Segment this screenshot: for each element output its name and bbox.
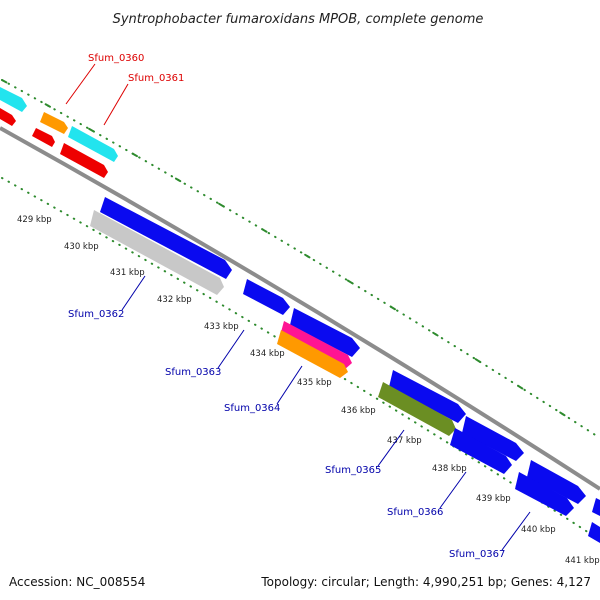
gene-red-left[interactable] <box>0 108 16 126</box>
gene-sfum-0365-olive[interactable] <box>378 382 456 436</box>
gene-sfum-0366-blue[interactable] <box>450 428 512 474</box>
gene-label-leader-line <box>276 365 303 405</box>
tick-label: 436 kbp <box>341 406 376 416</box>
top-strand-genes <box>0 87 118 178</box>
gene-label-leader-line <box>121 275 146 311</box>
tick-label: 429 kbp <box>17 215 52 225</box>
gene-blue-edge-b[interactable] <box>588 522 600 543</box>
gene-sfum-0364-orange[interactable] <box>277 330 348 378</box>
gene-blue-0366-a[interactable] <box>462 416 524 461</box>
gene-label-sfum-0360[interactable]: Sfum_0360 <box>88 53 144 64</box>
bottom-strand-genes <box>90 197 600 543</box>
gene-label-sfum-0363[interactable]: Sfum_0363 <box>165 367 221 378</box>
tick-labels: 429 kbp 430 kbp 431 kbp 432 kbp 433 kbp 434 k… <box>17 215 600 566</box>
gene-sfum-0363-blue[interactable] <box>290 308 360 357</box>
tick-label: 435 kbp <box>297 378 332 388</box>
gene-orange-0360[interactable] <box>40 112 68 134</box>
gene-red-0361[interactable] <box>60 143 108 178</box>
gene-sfum-0362-silver[interactable] <box>90 210 224 295</box>
genome-summary-text: Topology: circular; Length: 4,990,251 bp… <box>260 575 591 589</box>
gene-labels: Sfum_0360Sfum_0361Sfum_0362Sfum_0363Sfum… <box>65 53 531 560</box>
inner-tick-row <box>1 177 600 541</box>
gene-label-leader-line <box>501 511 531 551</box>
gene-blue-short[interactable] <box>243 279 290 315</box>
gene-label-leader-line <box>377 429 405 467</box>
gene-label-sfum-0364[interactable]: Sfum_0364 <box>224 403 280 414</box>
gene-sfum-0367-blue[interactable] <box>515 472 574 516</box>
gene-label-leader-line <box>439 471 467 509</box>
outer-tick-row <box>1 79 600 439</box>
gene-label-leader-line <box>103 83 129 126</box>
map-title: Syntrophobacter fumaroxidans MPOB, compl… <box>113 12 484 27</box>
gene-label-leader-line <box>217 329 245 369</box>
tick-label: 434 kbp <box>250 349 285 359</box>
gene-sfum-0362-blue[interactable] <box>100 197 232 279</box>
tick-label: 438 kbp <box>432 464 467 474</box>
tick-label: 437 kbp <box>387 436 422 446</box>
gene-label-leader-line <box>65 63 96 105</box>
tick-label: 432 kbp <box>157 295 192 305</box>
tick-label: 430 kbp <box>64 242 99 252</box>
genome-backbone <box>0 126 600 491</box>
gene-red-small[interactable] <box>32 128 55 147</box>
gene-label-sfum-0367[interactable]: Sfum_0367 <box>449 549 505 560</box>
gene-sfum-0363-magenta[interactable] <box>280 321 352 370</box>
gene-cyan-left[interactable] <box>0 87 27 112</box>
accession-text: Accession: NC_008554 <box>9 575 145 589</box>
tick-label: 439 kbp <box>476 494 511 504</box>
gene-blue-edge-a[interactable] <box>592 498 600 516</box>
gene-label-sfum-0362[interactable]: Sfum_0362 <box>68 309 124 320</box>
gene-label-sfum-0365[interactable]: Sfum_0365 <box>325 465 381 476</box>
tick-label: 440 kbp <box>521 525 556 535</box>
tick-label: 441 kbp <box>565 556 600 566</box>
tick-label: 433 kbp <box>204 322 239 332</box>
gene-label-sfum-0361[interactable]: Sfum_0361 <box>128 73 184 84</box>
tick-label: 431 kbp <box>110 268 145 278</box>
gene-blue-0367-a[interactable] <box>527 460 586 504</box>
gene-cyan-0361[interactable] <box>68 126 118 162</box>
gene-blue-0365-top[interactable] <box>389 370 466 423</box>
gene-label-sfum-0366[interactable]: Sfum_0366 <box>387 507 443 518</box>
